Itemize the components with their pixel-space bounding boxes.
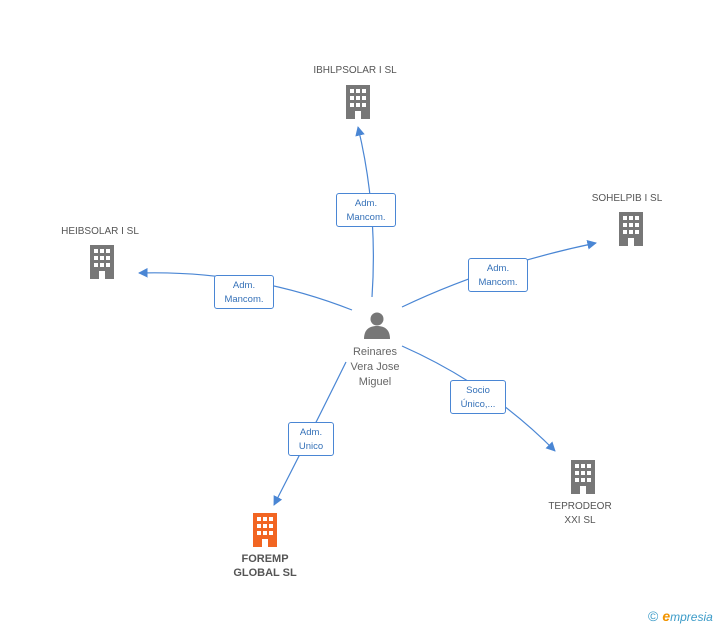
center-name-line-1: Reinares [352, 346, 398, 358]
node-label-sohelpib-line-1: SOHELPIB I SL [591, 193, 663, 204]
edge-label-teprodeor-line-1: Socio [466, 385, 490, 396]
edge-label-sohelpib-line-2: Mancom. [478, 277, 518, 288]
building-icon-teprodeor[interactable] [568, 460, 598, 494]
edge-label-teprodeor[interactable]: Socio Único,... [450, 380, 506, 414]
edge-label-heibsolar-line-1: Adm. [232, 280, 256, 291]
center-name-line-3: Miguel [358, 376, 392, 388]
empresia-logo-text: mpresia [670, 610, 713, 624]
edge-label-sohelpib-line-1: Adm. [486, 263, 510, 274]
building-icon-foremp[interactable] [250, 513, 280, 547]
edge-label-sohelpib[interactable]: Adm. Mancom. [468, 258, 528, 292]
edge-label-ibhlpsolar[interactable]: Adm. Mancom. [336, 193, 396, 227]
node-label-teprodeor[interactable]: TEPRODEOR XXI SL [530, 500, 630, 528]
building-icon-sohelpib[interactable] [616, 212, 646, 246]
edge-label-heibsolar-line-2: Mancom. [224, 294, 264, 305]
empresia-credit[interactable]: © empresia [648, 608, 713, 624]
node-label-teprodeor-line-2: XXI SL [564, 515, 596, 526]
edge-label-ibhlpsolar-line-1: Adm. [354, 198, 378, 209]
node-label-foremp[interactable]: FOREMP GLOBAL SL [215, 552, 315, 580]
edge-label-foremp-line-1: Adm. [299, 427, 323, 438]
building-icon-ibhlpsolar[interactable] [343, 85, 373, 119]
node-label-sohelpib[interactable]: SOHELPIB I SL [572, 192, 682, 206]
edge-label-foremp-line-2: Unico [298, 441, 324, 452]
building-icon-heibsolar[interactable] [87, 245, 117, 279]
empresia-logo-initial: e [662, 608, 671, 624]
node-label-foremp-line-1: FOREMP [241, 553, 289, 565]
center-person-name[interactable]: Reinares Vera Jose Miguel [330, 345, 420, 390]
node-label-heibsolar-line-1: HEIBSOLAR I SL [61, 226, 139, 237]
copyright-symbol: © [648, 608, 659, 624]
edge-label-foremp[interactable]: Adm. Unico [288, 422, 334, 456]
person-icon[interactable] [362, 310, 392, 340]
node-label-foremp-line-2: GLOBAL SL [233, 567, 297, 579]
node-label-ibhlpsolar[interactable]: IBHLPSOLAR I SL [300, 64, 410, 78]
center-name-line-2: Vera Jose [350, 361, 400, 373]
node-label-teprodeor-line-1: TEPRODEOR [548, 501, 612, 512]
node-label-heibsolar[interactable]: HEIBSOLAR I SL [45, 225, 155, 239]
edge-label-teprodeor-line-2: Único,... [460, 399, 496, 410]
edge-label-ibhlpsolar-line-2: Mancom. [346, 212, 386, 223]
node-label-ibhlpsolar-line-1: IBHLPSOLAR I SL [313, 65, 397, 76]
edge-label-heibsolar[interactable]: Adm. Mancom. [214, 275, 274, 309]
